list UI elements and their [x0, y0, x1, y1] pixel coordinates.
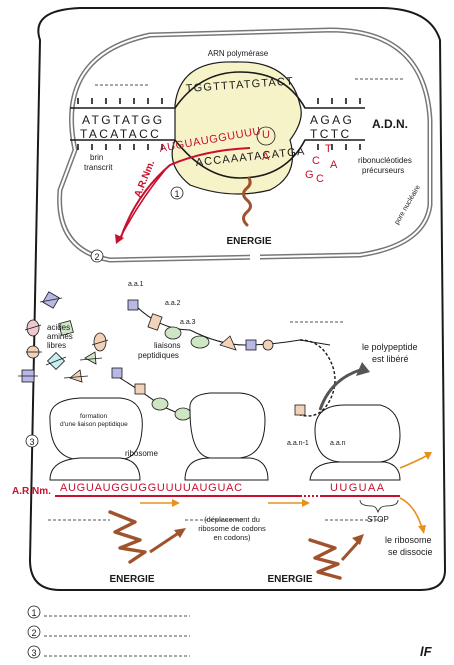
dna-double-helix — [70, 71, 365, 179]
mrna-export-arrow — [119, 169, 166, 239]
ribosome-1-small — [49, 457, 141, 481]
template-strand-label-2: transcrit — [84, 163, 113, 172]
svg-text:1: 1 — [174, 189, 179, 199]
polypeptide-release-arrowhead — [356, 362, 370, 376]
mrna-end-sequence: UUGUAA — [330, 482, 385, 494]
answer-line-2: 2 — [27, 625, 190, 639]
dissociate-label-1: le ribosome — [385, 535, 432, 545]
free-aa-label-2: aminés — [47, 332, 73, 341]
mrna-bottom-sequence: AUGUAUGGUGGUUUUAUGUAC — [60, 482, 243, 494]
step-marker-2: 2 — [90, 249, 104, 263]
svg-text:C: C — [312, 155, 320, 167]
author-signature: lF — [420, 644, 433, 659]
svg-text:2: 2 — [31, 628, 36, 638]
energy-arrow-3 — [340, 538, 362, 562]
ribosome-2 — [189, 392, 266, 459]
peptide-bonds-label-2: peptidiques — [138, 351, 179, 360]
svg-text:A: A — [330, 159, 338, 171]
displacement-label-1: (déplacement du — [204, 515, 260, 524]
dissociate-label-2: se dissocie — [388, 547, 433, 557]
adn-label: A.D.N. — [372, 117, 408, 131]
peptide-bonds-label-1: liaisons — [154, 341, 181, 350]
svg-text:3: 3 — [29, 437, 34, 447]
peptide-formation-label-2: d'une liaison peptidique — [60, 421, 128, 428]
svg-text:U: U — [262, 129, 270, 141]
energy-squiggle-3 — [308, 538, 342, 580]
svg-text:1: 1 — [31, 608, 36, 618]
energy-label-3: ENERGIE — [267, 574, 312, 585]
dna-bottom-left-sequence: TACATACC — [80, 127, 161, 141]
free-nucleotides: U C A T G C — [262, 129, 338, 185]
aan-label: a.a.n — [330, 440, 346, 447]
energy-label-1: ENERGIE — [226, 236, 271, 247]
ribosome-2-small — [184, 457, 269, 481]
svg-text:C: C — [316, 173, 324, 185]
ribosome-label: ribosome — [125, 449, 158, 458]
ribosome-3 — [314, 404, 401, 463]
free-aa-label-1: acides — [47, 323, 70, 332]
rna-polymerase-label: ARN polymérase — [208, 49, 269, 58]
displacement-label-3: en codons) — [213, 533, 251, 542]
energy-squiggle-2 — [108, 510, 147, 564]
svg-text:G: G — [305, 169, 314, 181]
step-marker-3: 3 — [25, 434, 39, 448]
dna-top-left-sequence: ATGTATGG — [82, 113, 165, 127]
ribonucleotides-label-1: ribonucléotides — [358, 156, 412, 165]
stop-label: STOP — [367, 515, 389, 524]
svg-text:T: T — [325, 143, 332, 155]
nucleotide-circle — [256, 126, 276, 146]
displacement-label-2: ribosome de codons — [198, 524, 266, 533]
arnm-bottom-label: A.R.Nm. — [12, 486, 51, 497]
answer-line-1: 1 — [27, 605, 190, 619]
energy-arrowhead-3 — [352, 534, 364, 545]
aa2-label: a.a.2 — [165, 300, 181, 307]
energy-arrow-2 — [149, 530, 181, 554]
svg-text:2: 2 — [94, 252, 99, 262]
blank-lines — [48, 78, 405, 521]
polypeptide-label-2: est libéré — [372, 354, 409, 364]
stop-bracket — [359, 499, 399, 514]
polypeptide-label-1: le polypeptide — [362, 342, 418, 352]
aan1-label: a.a.n-1 — [287, 440, 309, 447]
ribosome-movement-arrows — [140, 454, 429, 529]
step-marker-1: 1 — [170, 186, 184, 200]
ribosome-movement-arrowheads — [172, 452, 432, 534]
mrna-strand-bottom: AUGUAUGGUGGUUUUAUGUAC UUGUAA — [55, 482, 400, 497]
peptide-formation-label-1: formation — [80, 413, 107, 420]
mrna-export-arrowhead — [115, 234, 124, 244]
rna-new-nucleotide: A — [262, 151, 270, 163]
answer-line-3: 3 — [27, 645, 190, 659]
ribosomes — [49, 392, 401, 481]
polypeptide-release-arrow — [318, 368, 361, 411]
dna-bottom-right-sequence: TCTC — [310, 127, 352, 141]
peptide-chain-top — [127, 299, 336, 417]
energy-squiggle-1 — [242, 176, 252, 227]
free-amino-acids — [18, 291, 109, 383]
template-strand-label-1: brin — [90, 153, 103, 162]
svg-text:3: 3 — [31, 648, 36, 658]
energy-label-2: ENERGIE — [109, 574, 154, 585]
ribosome-3-small — [309, 461, 401, 481]
rna-polymerase — [171, 61, 302, 195]
energy-arrowhead-2 — [174, 528, 186, 538]
aa1-label: a.a.1 — [128, 281, 144, 288]
free-aa-label-3: libres — [47, 341, 66, 350]
dna-top-right-sequence: AGAG — [310, 113, 354, 127]
ribosome-1 — [49, 397, 143, 461]
ribonucleotides-label-2: précurseurs — [362, 166, 404, 175]
aa3-label: a.a.3 — [180, 319, 196, 326]
